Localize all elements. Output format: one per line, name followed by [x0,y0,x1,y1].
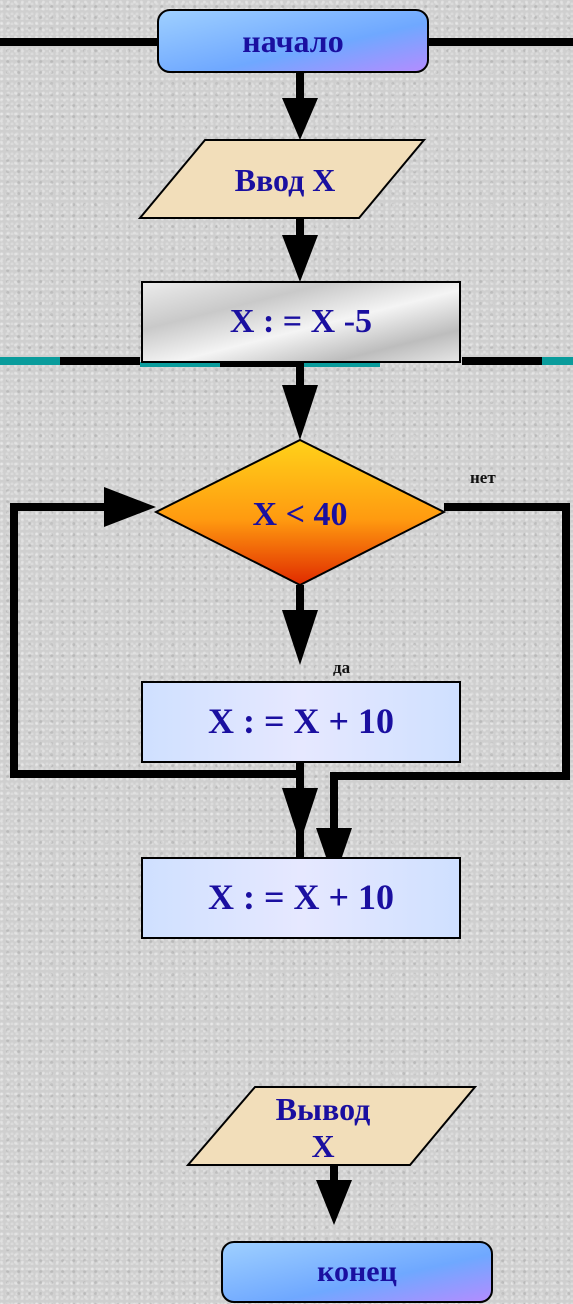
assign1-process [141,281,461,363]
end-terminator [221,1241,493,1303]
assign2-process [141,681,461,763]
mid-bar-right-teal [542,357,573,365]
top-bar-left [0,38,160,46]
arrow-to-assign3 [282,788,318,843]
end-label: конец [317,1254,397,1288]
arrow-to-assign1 [282,235,318,282]
assign2-label: X : = X + 10 [207,701,394,742]
yes-branch-label: да [333,658,351,677]
arrow-to-decision [282,385,318,440]
mid-bar-center-teal [140,362,220,367]
mid-bar-right-black [462,357,542,365]
start-label: начало [242,22,344,59]
arrow-to-end [316,1180,352,1225]
input-parallelogram [137,139,427,219]
top-bar-right [428,38,573,46]
decision-label: X < 40 [252,496,348,534]
mid-bar-left-black [60,357,140,365]
output-parallelogram [185,1086,478,1166]
arrow-to-output [316,828,352,880]
input-label: Ввод X [234,161,336,198]
output-label: Вывод X [275,1091,371,1164]
mid-bar-left-teal [0,357,60,365]
no-branch-label: нет [470,468,496,487]
arrowheads [104,98,352,1225]
start-terminator [157,9,429,73]
assign1-label: X : = X -5 [229,303,373,341]
assign3-process [141,857,461,939]
assign3-label: X : = X + 10 [207,877,394,918]
arrow-to-input [282,98,318,140]
arrow-to-assign2 [282,610,318,665]
mid-bar-center-black [220,362,300,367]
arrow-loop-back [104,487,156,527]
decision-diamond [153,438,447,587]
mid-bar-center-teal2 [300,362,380,367]
